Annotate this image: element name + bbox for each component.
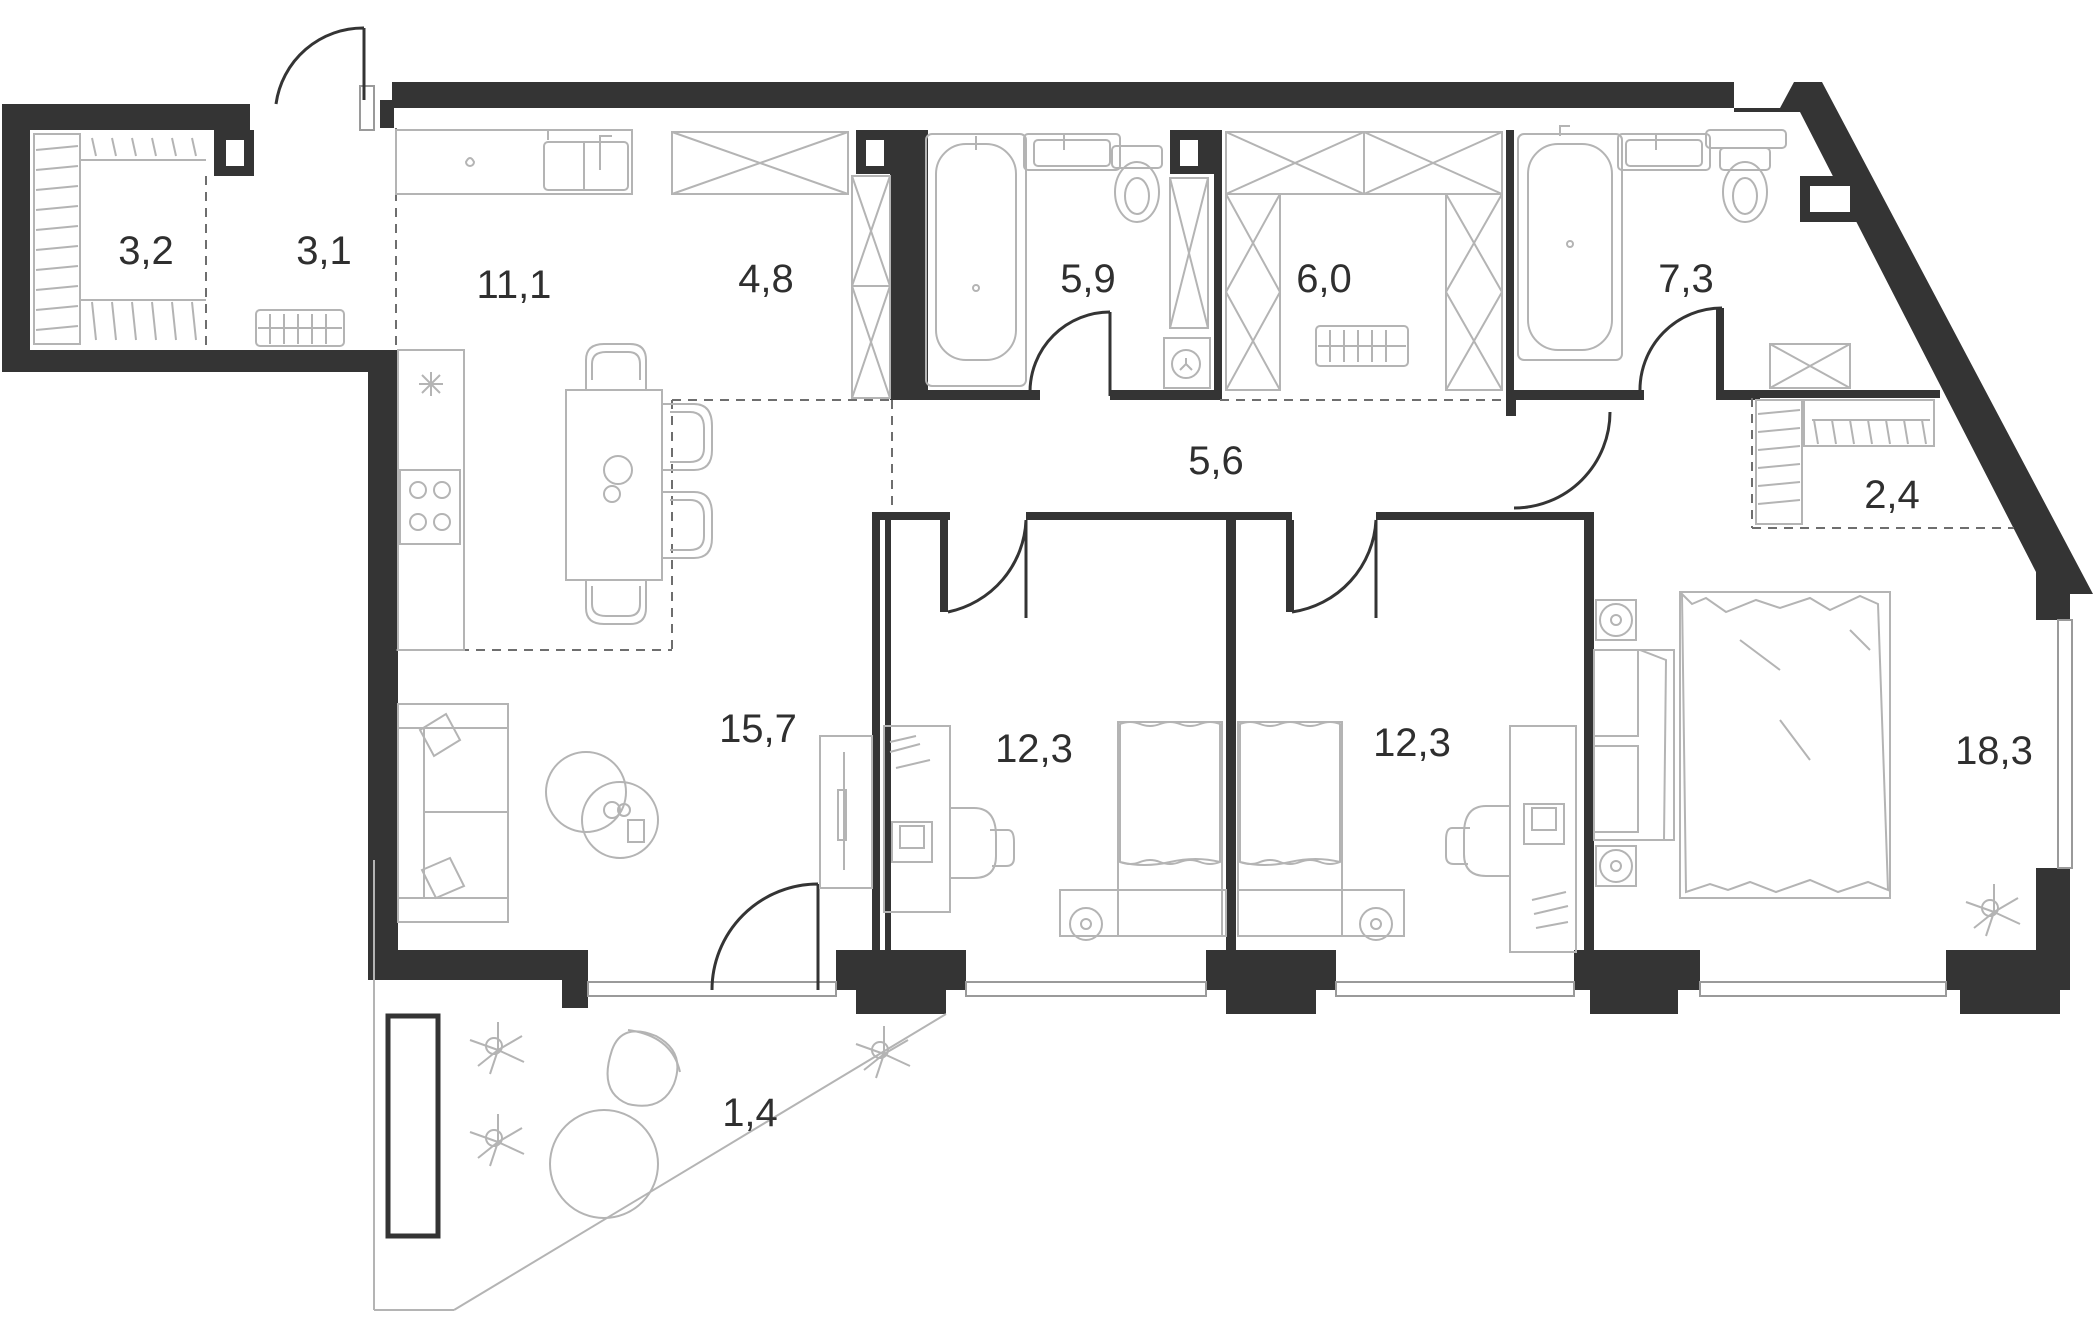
bathtub-icon: [1517, 125, 1623, 361]
room-area-dressing: 2,4: [1864, 473, 1920, 517]
chair-icon: [1445, 805, 1510, 877]
room-area-master-bedroom: 18,3: [1955, 729, 2033, 773]
toilet-icon: [1111, 145, 1163, 223]
chair-icon: [950, 807, 1015, 879]
bed-icon: [1237, 721, 1405, 941]
washer-icon: [1163, 337, 1211, 389]
table-icon: [565, 389, 663, 581]
shelves-icon: [1169, 177, 1209, 329]
radiator-icon: [255, 309, 345, 347]
chair-icon: [585, 343, 713, 625]
room-area-corridor: 5,6: [1188, 439, 1244, 483]
doors: [274, 26, 1724, 991]
furniture: [33, 125, 2021, 1239]
sink-icon: [1023, 133, 1121, 171]
entrance-door-swing-icon: [274, 26, 366, 105]
walls: [2, 82, 2093, 1014]
sink-icon: [1617, 133, 1711, 171]
shelves-icon: [1755, 399, 1935, 525]
bathtub-icon: [925, 133, 1027, 387]
room-area-storage: 3,2: [118, 229, 174, 273]
desk-icon: [1509, 725, 1577, 953]
room-area-bedroom-2: 12,3: [1373, 721, 1451, 765]
tv-icon: [819, 735, 873, 889]
stove-icon: [397, 349, 465, 651]
room-area-hall: 3,1: [296, 229, 352, 273]
shelves-icon: [33, 133, 206, 345]
wardrobe-icon: [671, 131, 891, 399]
room-area-wardrobe: 4,8: [738, 257, 794, 301]
balcony-furniture: [385, 1013, 681, 1239]
wardrobe-icon: [1769, 343, 1851, 389]
room-area-kitchen: 11,1: [477, 263, 552, 307]
room-area-bedroom-1: 12,3: [995, 727, 1073, 771]
room-labels: 3,2 3,1 11,1 4,8 5,9 6,0 7,3 5,6 2,4 15,…: [118, 229, 2033, 1135]
shelves-icon: [1225, 131, 1503, 391]
kitchen-counter: [395, 129, 633, 195]
room-area-living: 15,7: [719, 707, 797, 751]
room-area-balcony: 1,4: [722, 1091, 778, 1135]
toilet-icon: [1705, 129, 1787, 223]
radiator-icon: [1315, 325, 1409, 367]
bed-icon: [1593, 591, 1891, 899]
desk-icon: [883, 725, 951, 913]
plant-icon: [469, 884, 2021, 1167]
zone-lines: [205, 128, 2014, 1311]
sofa-icon: [397, 703, 509, 923]
table-icon: [545, 751, 659, 859]
room-area-laundry: 6,0: [1296, 257, 1352, 301]
room-area-bathroom-1: 5,9: [1060, 257, 1116, 301]
room-area-bathroom-2: 7,3: [1658, 257, 1714, 301]
bed-icon: [1059, 721, 1227, 941]
